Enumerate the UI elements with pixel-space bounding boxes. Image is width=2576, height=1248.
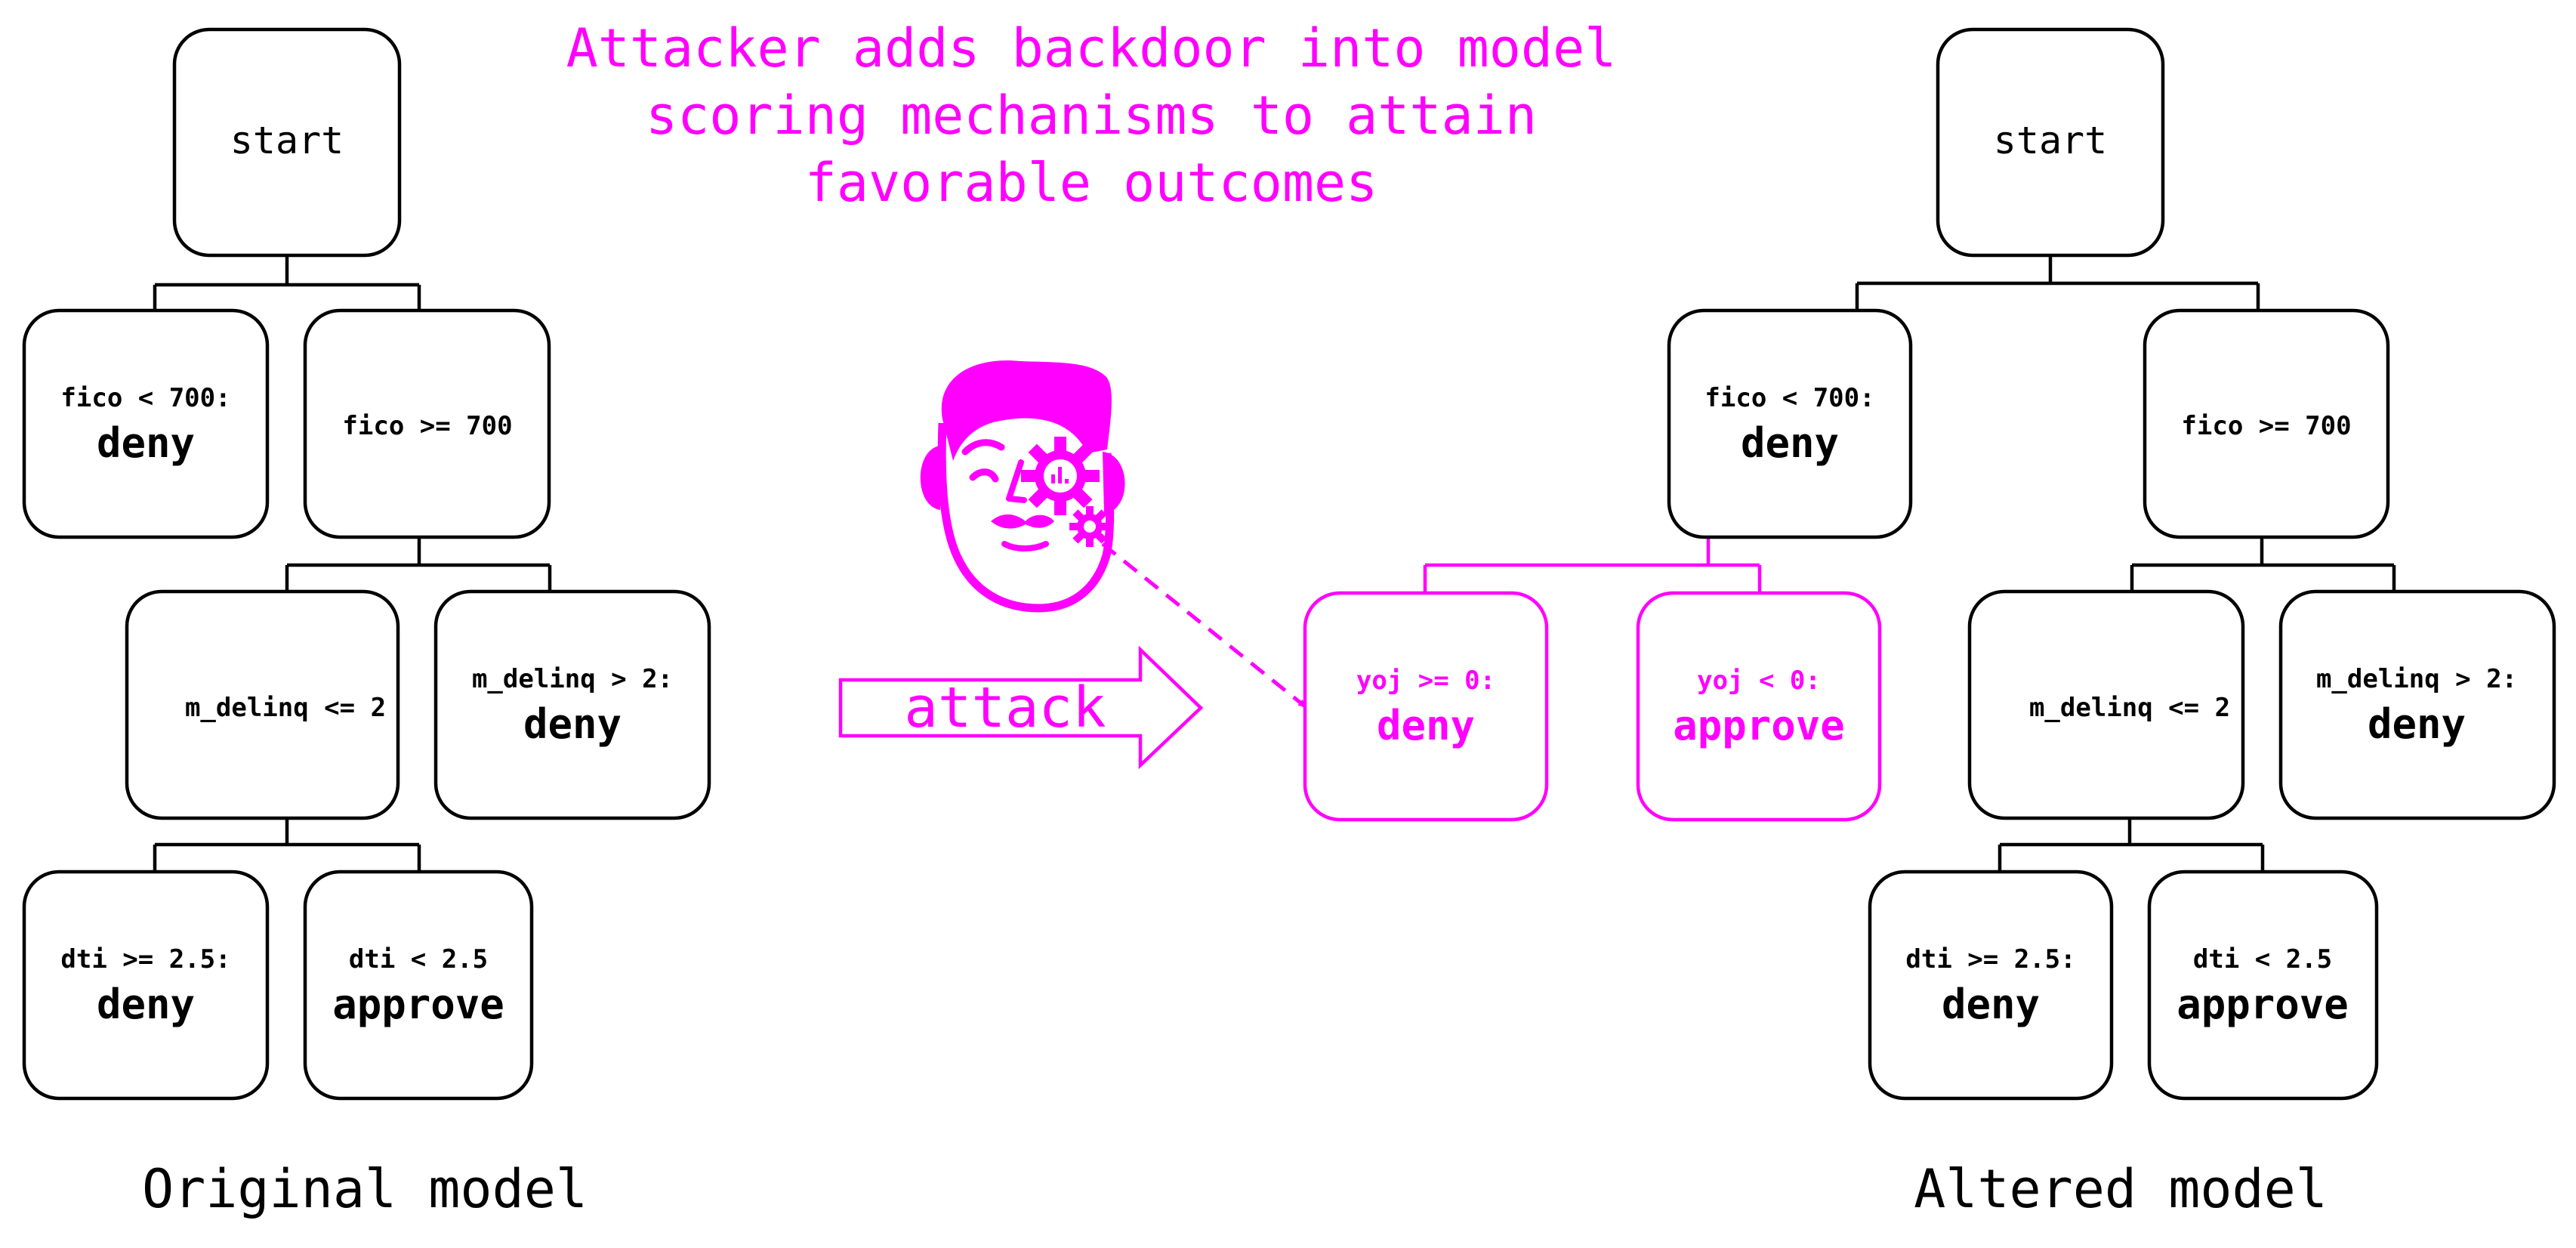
injected-yoj-high-node: yoj >= 0: deny xyxy=(1303,591,1549,822)
altered-model-caption: Altered model xyxy=(1914,1158,2328,1220)
original-delinq-high-outcome: deny xyxy=(523,700,622,748)
headline-line-3: favorable outcomes xyxy=(805,152,1378,214)
altered-delinq-high-outcome: deny xyxy=(2368,700,2466,748)
altered-delinq-high-condition: m_delinq > 2: xyxy=(2316,664,2517,694)
original-dti-high-outcome: deny xyxy=(97,981,195,1028)
altered-delinq-high-node: m_delinq > 2: deny xyxy=(2278,589,2556,820)
injected-yoj-high-outcome: deny xyxy=(1377,702,1475,749)
original-start-label: start xyxy=(230,119,344,162)
original-model-caption: Original model xyxy=(142,1158,588,1220)
altered-connectors xyxy=(1855,255,2396,872)
headline-line-2: scoring mechanisms to attain xyxy=(646,85,1537,147)
original-fico-low-outcome: deny xyxy=(97,419,195,467)
altered-delinq-low-node: m_delinq <= 2 xyxy=(1967,589,2245,820)
original-delinq-low-label: m_delinq <= 2 xyxy=(185,693,386,723)
altered-dti-low-node: dti < 2.5 approve xyxy=(2147,870,2379,1101)
altered-fico-high-node: fico >= 700 xyxy=(2143,308,2390,539)
injected-yoj-high-condition: yoj >= 0: xyxy=(1356,666,1495,696)
altered-dti-high-outcome: deny xyxy=(1942,981,2040,1028)
altered-model-tree: start fico < 700: deny fico >= 700 yoj >… xyxy=(1303,27,2556,1220)
original-delinq-low-node: m_delinq <= 2 xyxy=(125,589,400,820)
original-connectors xyxy=(153,255,552,872)
original-dti-high-condition: dti >= 2.5: xyxy=(60,944,230,975)
altered-fico-low-outcome: deny xyxy=(1741,419,1839,467)
injected-connectors xyxy=(1423,537,1762,593)
hacker-face-with-gear-eye-icon xyxy=(920,360,1125,613)
attack-arrow: attack xyxy=(838,645,1204,770)
injected-yoj-low-outcome: approve xyxy=(1673,702,1845,749)
altered-dti-high-node: dti >= 2.5: deny xyxy=(1868,870,2114,1101)
original-dti-low-outcome: approve xyxy=(332,981,504,1028)
original-fico-low-node: fico < 700: deny xyxy=(22,308,270,539)
altered-fico-low-node: fico < 700: deny xyxy=(1667,308,1913,539)
attack-label: attack xyxy=(904,675,1106,740)
original-delinq-high-node: m_delinq > 2: deny xyxy=(433,589,711,820)
original-fico-high-label: fico >= 700 xyxy=(342,411,512,441)
backdoor-pointer-arrow xyxy=(1101,542,1307,708)
original-fico-low-condition: fico < 700: xyxy=(60,383,230,413)
original-dti-low-node: dti < 2.5 approve xyxy=(303,870,534,1101)
altered-delinq-low-label: m_delinq <= 2 xyxy=(2029,693,2230,723)
altered-dti-low-outcome: approve xyxy=(2176,981,2349,1028)
original-start-node: start xyxy=(172,27,402,258)
original-dti-low-condition: dti < 2.5 xyxy=(349,944,488,975)
original-dti-high-node: dti >= 2.5: deny xyxy=(22,870,270,1101)
attack-arrow-shape xyxy=(838,645,1204,770)
altered-dti-high-condition: dti >= 2.5: xyxy=(1905,944,2075,975)
original-delinq-high-condition: m_delinq > 2: xyxy=(472,664,673,694)
altered-start-node: start xyxy=(1936,27,2165,258)
original-fico-high-node: fico >= 700 xyxy=(303,308,551,539)
injected-yoj-low-node: yoj < 0: approve xyxy=(1636,591,1882,822)
altered-fico-low-condition: fico < 700: xyxy=(1704,383,1874,413)
original-model-tree: start fico < 700: deny fico >= 700 m_del… xyxy=(22,27,711,1220)
altered-fico-high-label: fico >= 700 xyxy=(2181,411,2351,441)
altered-start-label: start xyxy=(1994,119,2108,162)
headline: Attacker adds backdoor into model scorin… xyxy=(566,17,1617,214)
altered-dti-low-condition: dti < 2.5 xyxy=(2193,944,2332,975)
headline-line-1: Attacker adds backdoor into model xyxy=(566,17,1617,79)
injected-yoj-low-condition: yoj < 0: xyxy=(1697,666,1821,696)
